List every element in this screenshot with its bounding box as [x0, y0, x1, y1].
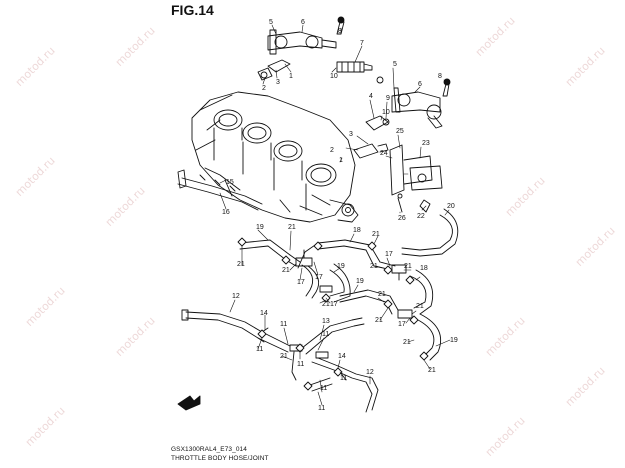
- svg-text:2: 2: [330, 147, 334, 154]
- svg-text:17: 17: [398, 321, 406, 328]
- svg-text:3: 3: [349, 131, 353, 138]
- leader-lines: [219, 24, 451, 406]
- svg-text:9: 9: [386, 95, 390, 102]
- fuel-injector: [353, 115, 390, 159]
- fuel-delivery-pipe-left: [267, 29, 337, 55]
- svg-text:24: 24: [380, 150, 388, 157]
- fuel-pipe-joint: [336, 61, 373, 73]
- model-code: GSX1300RAL4_E73_014: [171, 446, 247, 453]
- svg-text:22: 22: [417, 213, 425, 220]
- svg-text:10: 10: [330, 73, 338, 80]
- svg-text:11: 11: [320, 385, 327, 392]
- svg-text:21: 21: [322, 301, 330, 308]
- o-ring: [376, 76, 384, 84]
- fuel-feed-hose: [401, 208, 459, 257]
- svg-text:1: 1: [289, 73, 293, 80]
- svg-text:18: 18: [420, 265, 428, 272]
- fuel-injector: [257, 59, 291, 81]
- front-arrow-icon: [177, 395, 201, 411]
- svg-text:21: 21: [372, 231, 380, 238]
- svg-text:21: 21: [237, 261, 245, 268]
- figure-caption: THROTTLE BODY HOSE/JOINT: [171, 455, 269, 462]
- svg-text:5: 5: [269, 19, 273, 26]
- svg-text:21: 21: [403, 339, 411, 346]
- svg-text:26: 26: [398, 215, 406, 222]
- svg-text:2: 2: [262, 85, 266, 92]
- vacuum-hose: [339, 289, 399, 315]
- svg-text:7: 7: [360, 40, 364, 47]
- svg-text:21: 21: [428, 367, 436, 374]
- svg-text:8: 8: [438, 73, 442, 80]
- svg-text:14: 14: [260, 310, 268, 317]
- svg-text:10: 10: [382, 109, 390, 116]
- sensor: [419, 199, 431, 213]
- svg-text:17: 17: [297, 279, 305, 286]
- svg-text:18: 18: [353, 227, 361, 234]
- svg-text:21: 21: [288, 224, 296, 231]
- svg-text:21: 21: [416, 303, 424, 310]
- svg-text:20: 20: [447, 203, 455, 210]
- svg-text:3: 3: [276, 79, 280, 86]
- throttle-body: [191, 91, 359, 223]
- svg-text:11: 11: [318, 405, 325, 412]
- svg-text:17: 17: [315, 274, 323, 281]
- svg-text:6: 6: [301, 19, 305, 26]
- svg-text:6: 6: [418, 81, 422, 88]
- svg-text:19: 19: [337, 263, 345, 270]
- svg-text:16: 16: [222, 209, 230, 216]
- vacuum-hose: [413, 313, 442, 361]
- svg-text:21: 21: [404, 263, 412, 270]
- svg-text:5: 5: [393, 61, 397, 68]
- svg-text:21: 21: [282, 267, 290, 274]
- callout-8: 8: [338, 28, 342, 35]
- svg-text:17: 17: [330, 301, 338, 308]
- svg-text:21: 21: [378, 291, 386, 298]
- fuel-delivery-pipe-right: [391, 87, 443, 129]
- svg-text:15: 15: [226, 179, 234, 186]
- svg-text:17: 17: [385, 251, 393, 258]
- svg-text:21: 21: [280, 353, 288, 360]
- svg-text:11: 11: [256, 346, 263, 353]
- callout-numbers: 5 6 8 7 2 3 1 10 5 6 8 4 9 10 3 2 1 25 2…: [222, 19, 458, 412]
- vacuum-hose: [301, 263, 434, 315]
- svg-text:12: 12: [366, 369, 374, 376]
- svg-text:11: 11: [297, 361, 304, 368]
- solenoid-bracket: [389, 144, 443, 213]
- svg-text:1: 1: [339, 157, 343, 164]
- svg-text:11: 11: [280, 321, 287, 328]
- svg-text:21: 21: [370, 263, 378, 270]
- svg-text:14: 14: [338, 353, 346, 360]
- pressure-sensor-fitting: [442, 83, 450, 97]
- hose-clamp: [237, 237, 429, 391]
- svg-text:13: 13: [322, 318, 330, 325]
- svg-text:4: 4: [369, 93, 373, 100]
- svg-text:23: 23: [422, 140, 430, 147]
- svg-text:11: 11: [322, 331, 329, 338]
- svg-text:19: 19: [256, 224, 264, 231]
- svg-text:11: 11: [340, 375, 347, 382]
- svg-text:21: 21: [375, 317, 383, 324]
- svg-text:12: 12: [232, 293, 240, 300]
- svg-text:19: 19: [356, 278, 364, 285]
- svg-text:25: 25: [396, 128, 404, 135]
- figure-title: FIG.14: [171, 2, 214, 18]
- breather-hose: [177, 169, 263, 211]
- pressure-sensor-fitting: [336, 21, 345, 35]
- svg-text:19: 19: [450, 337, 458, 344]
